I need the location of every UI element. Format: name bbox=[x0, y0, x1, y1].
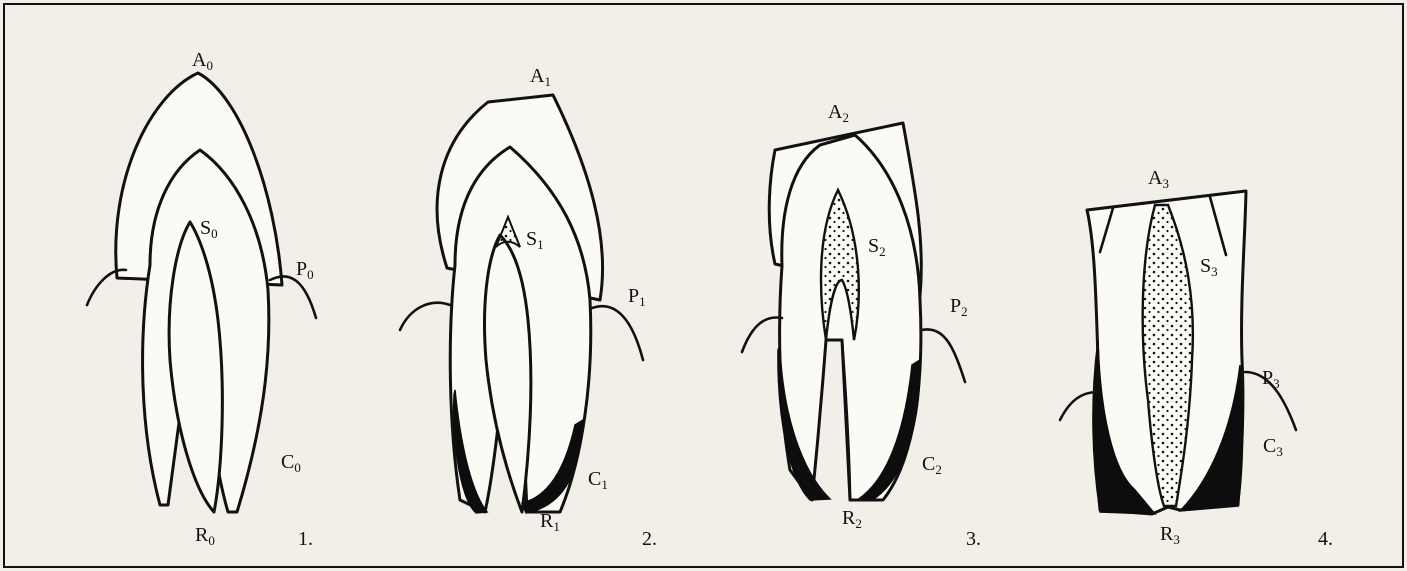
label-c2: C2 bbox=[922, 453, 942, 477]
label-a2: A2 bbox=[828, 101, 849, 125]
label-p3: P3 bbox=[1262, 367, 1280, 391]
stage-3-drawing bbox=[742, 123, 965, 500]
label-r3: R3 bbox=[1160, 523, 1180, 547]
stage-2-drawing bbox=[400, 95, 643, 513]
label-r0: R0 bbox=[195, 524, 215, 548]
stage-number-3: 3. bbox=[966, 528, 981, 550]
label-p2: P2 bbox=[950, 295, 968, 319]
stage-4-drawing bbox=[1060, 191, 1296, 514]
stage-3-right-periodontium bbox=[922, 329, 965, 382]
label-p0: P0 bbox=[296, 258, 314, 282]
label-p1: P1 bbox=[628, 285, 646, 309]
label-r1: R1 bbox=[540, 510, 560, 534]
label-r2: R2 bbox=[842, 507, 862, 531]
stage-1-drawing bbox=[87, 73, 316, 512]
stage-3-left-periodontium bbox=[742, 317, 782, 352]
label-a0: A0 bbox=[192, 49, 213, 73]
stage-2-left-periodontium bbox=[400, 303, 450, 330]
label-a3: A3 bbox=[1148, 167, 1169, 191]
stage-number-2: 2. bbox=[642, 528, 657, 550]
stage-number-1: 1. bbox=[298, 528, 313, 550]
label-c0: C0 bbox=[281, 451, 301, 475]
label-a1: A1 bbox=[530, 65, 551, 89]
label-c1: C1 bbox=[588, 468, 608, 492]
stage-2-right-periodontium bbox=[592, 306, 643, 360]
stage-number-4: 4. bbox=[1318, 528, 1333, 550]
label-c3: C3 bbox=[1263, 435, 1283, 459]
